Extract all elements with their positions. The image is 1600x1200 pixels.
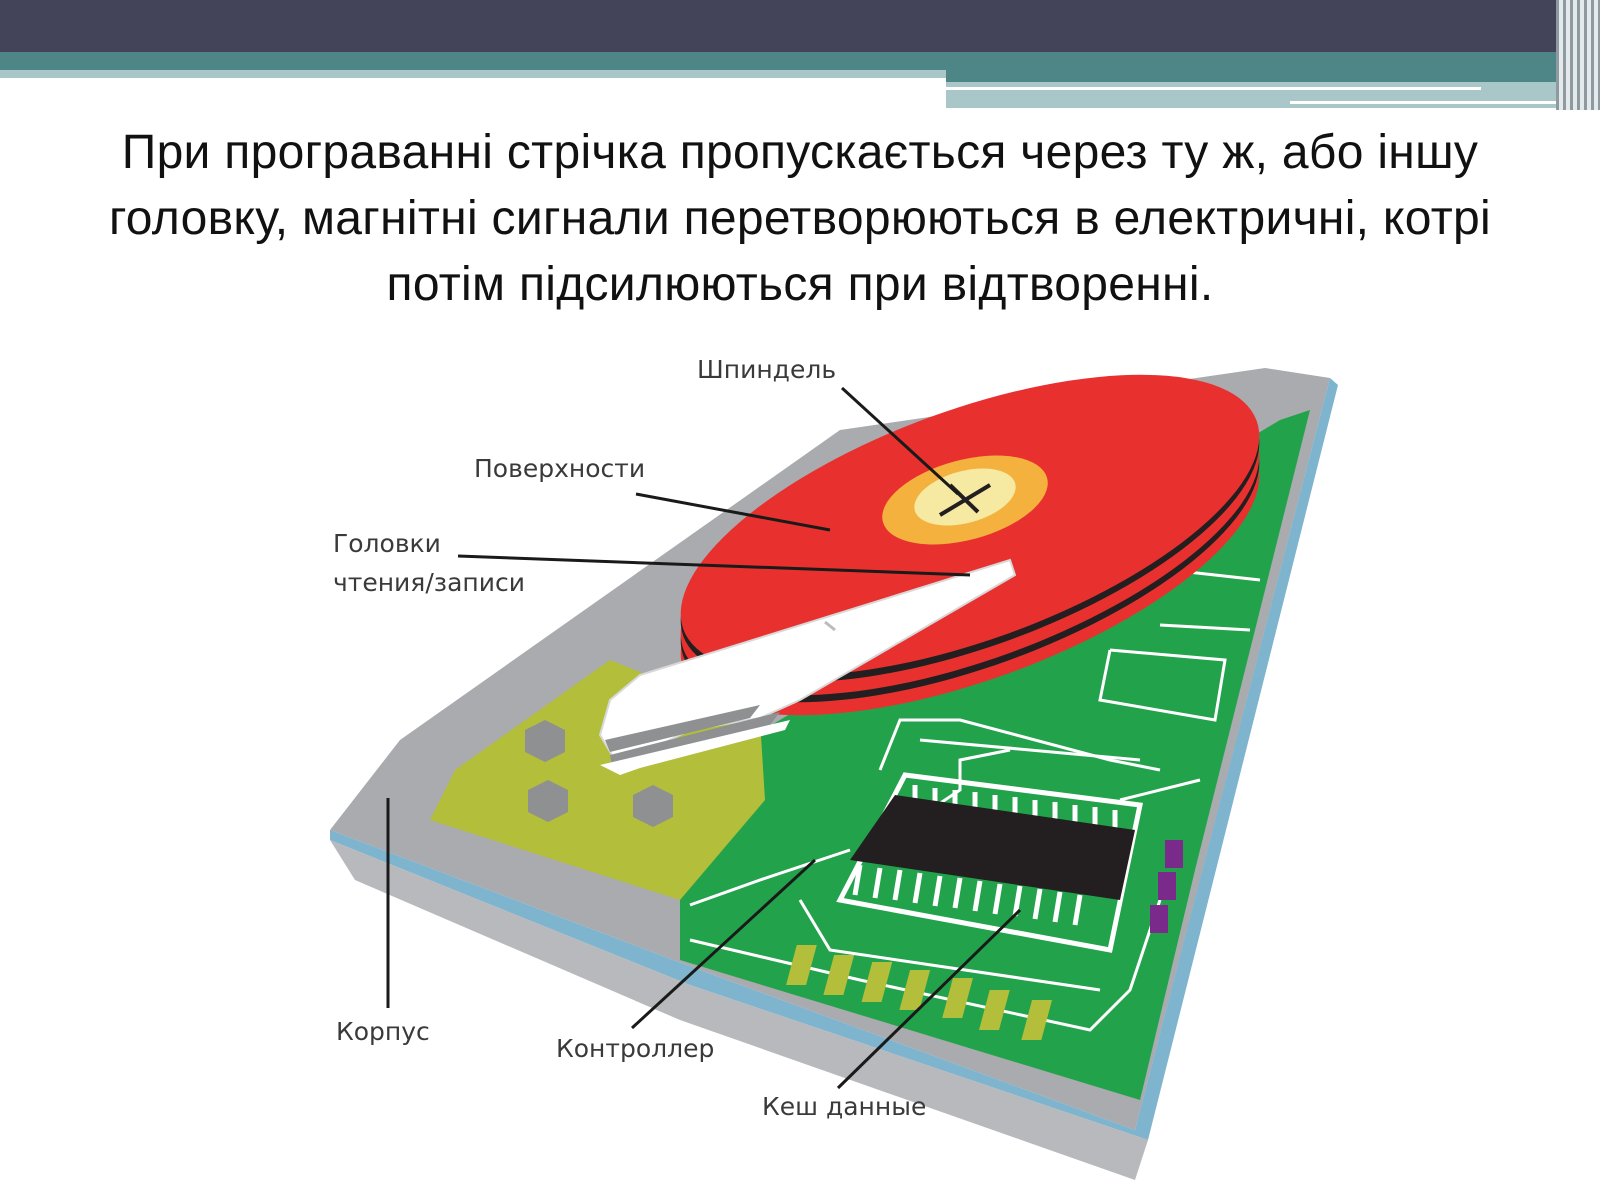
header-teal-band [0,52,1556,70]
label-controller: Контроллер [556,1034,714,1063]
label-cache: Кеш данные [762,1092,926,1121]
header-white-line [946,87,1481,90]
read-write-head-arm [598,558,1017,775]
label-spindle: Шпиндель [697,355,836,384]
label-heads-line2: чтения/записи [333,568,525,597]
cache-chip [850,795,1135,900]
header-teal-step [946,70,1556,82]
label-heads-line1: Головки [333,529,441,558]
slide-body-text: При програванні стрічка пропускається че… [109,126,1491,312]
leader-lines [386,386,1022,1090]
label-case: Корпус [336,1017,430,1046]
header-right-stripes [1556,0,1600,110]
spindle-hub [882,455,1048,545]
label-surfaces: Поверхности [474,454,645,483]
header-white-line-2 [1290,101,1556,104]
header-dark-band [0,0,1556,52]
header-light-band [0,70,946,78]
